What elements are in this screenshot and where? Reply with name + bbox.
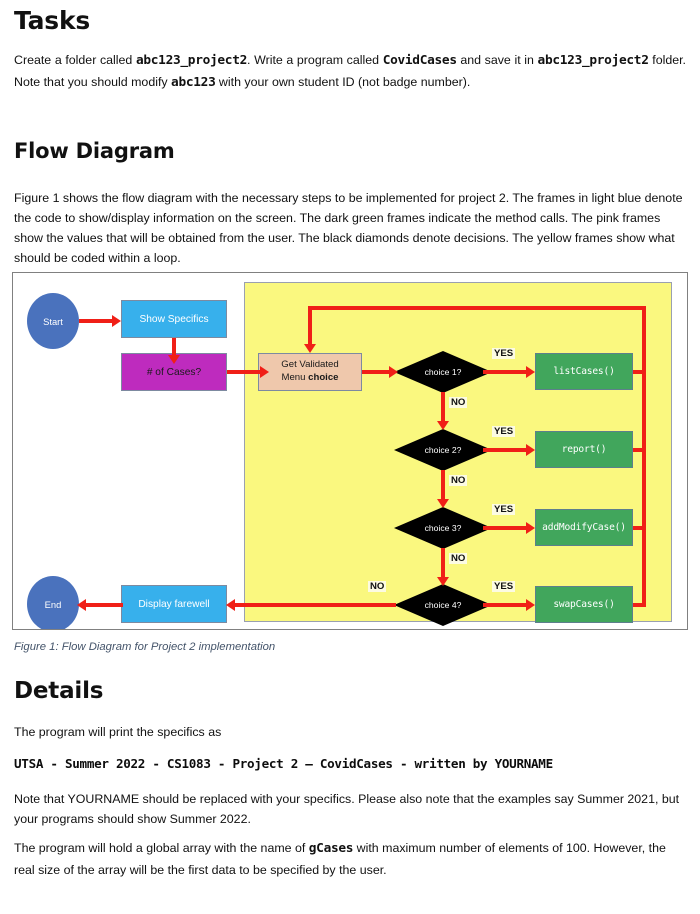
tasks-text-4: folder. Note that you should modify [14,53,687,89]
edge-choice1-yes [483,370,529,374]
code-abc123-project2-b: abc123_project2 [537,53,649,68]
node-start: Start [27,293,79,349]
node-decision-choice-4: choice 4? [394,584,492,626]
flow-diagram-heading: Flow Diagram [14,139,175,163]
edge-farewell-to-end [85,603,123,607]
arrowhead-getvalidated-to-choice1 [389,366,398,378]
tasks-text-3: and save it in [456,53,538,67]
edge-choice4-yes [483,603,529,607]
edge-choice2-yes [483,448,529,452]
code-abc123: abc123 [171,74,216,90]
node-list-cases: listCases() [535,353,633,390]
edge-listcases-to-rail [633,370,646,374]
edge-label-yes-4: YES [492,581,516,592]
node-choice-2-label: choice 2? [424,445,462,455]
edge-choice1-no [441,392,445,425]
node-display-farewell-label: Display farewell [138,598,210,610]
arrowhead-choice1-no [437,421,449,430]
edge-label-no-3: NO [449,553,468,564]
edge-loop-back-horizontal [308,306,646,310]
arrowhead-choice3-yes [526,522,535,534]
node-show-specifics: Show Specifics [121,300,227,338]
edge-choice3-yes [483,526,529,530]
edge-choice2-no [441,470,445,503]
edge-right-return-rail [642,306,646,605]
edge-label-yes-3: YES [492,504,516,515]
edge-cases-to-getvalidated [227,370,263,374]
edge-loop-back-down [308,306,312,348]
get-validated-choice-keyword: choice [308,372,339,383]
node-decision-choice-1: choice 1? [394,351,492,393]
get-validated-line-2-text: Menu [281,372,309,383]
node-get-validated-menu-choice: Get Validated Menu choice [258,353,362,391]
arrowhead-cases-to-getvalidated [260,366,269,378]
code-covidcases: CovidCases [382,53,457,68]
edge-label-yes-1: YES [492,348,516,359]
edge-choice3-no [441,548,445,581]
edge-label-no-4: NO [368,581,387,592]
details-3-text-1: The program will hold a global array wit… [14,841,309,855]
tasks-text-1: Create a folder called [14,53,136,67]
edge-label-no-2: NO [449,475,468,486]
node-choice-1-label: choice 1? [424,367,462,377]
details-paragraph-2: Note that YOURNAME should be replaced wi… [14,792,680,827]
node-display-farewell: Display farewell [121,585,227,623]
node-report: report() [535,431,633,468]
edge-getvalidated-to-choice1 [362,370,392,374]
get-validated-line-1: Get Validated [281,359,339,371]
arrowhead-choice4-yes [526,599,535,611]
node-report-label: report() [561,444,607,455]
flow-diagram-figure: Start Show Specifics # of Cases? Get Val… [12,272,688,630]
tasks-paragraph: Create a folder called abc123_project2. … [14,50,686,93]
node-list-cases-label: listCases() [553,366,615,377]
node-add-modify-case-label: addModifyCase() [542,522,626,533]
get-validated-line-2: Menu choice [281,372,338,385]
node-number-of-cases-label: # of Cases? [146,366,202,378]
arrowhead-farewell-to-end [77,599,86,611]
edge-show-to-cases [172,338,176,358]
tasks-heading: Tasks [14,6,91,35]
node-show-specifics-label: Show Specifics [139,313,209,325]
arrowhead-choice1-yes [526,366,535,378]
edge-choice4-no [234,603,396,607]
edge-report-to-rail [633,448,646,452]
node-add-modify-case: addModifyCase() [535,509,633,546]
edge-swapcases-to-rail [633,603,646,607]
node-end: End [27,576,79,629]
node-start-label: Start [43,315,63,327]
code-gcases: gCases [308,841,354,856]
edge-label-no-1: NO [449,397,468,408]
figure-caption: Figure 1: Flow Diagram for Project 2 imp… [14,641,276,653]
node-end-label: End [44,598,62,610]
node-choice-3-label: choice 3? [424,523,462,533]
specifics-output-code-line: UTSA - Summer 2022 - CS1083 - Project 2 … [14,756,553,771]
arrowhead-choice2-yes [526,444,535,456]
edge-start-to-show [79,319,115,323]
node-swap-cases: swapCases() [535,586,633,623]
arrowhead-start-to-show [112,315,121,327]
details-heading: Details [14,678,104,704]
details-paragraph-1: The program will print the specifics as [14,725,222,739]
arrowhead-choice4-no [226,599,235,611]
tasks-text-2: . Write a program called [247,53,383,67]
node-choice-4-label: choice 4? [424,600,462,610]
node-swap-cases-label: swapCases() [553,599,615,610]
details-paragraph-3: The program will hold a global array wit… [14,838,686,880]
flow-diagram-paragraph: Figure 1 shows the flow diagram with the… [14,191,683,266]
details-3-text-2: with maximum number of elements of 100. … [14,841,666,877]
arrowhead-loop-back-to-getvalidated [304,344,316,353]
arrowhead-choice3-no [437,577,449,586]
tasks-text-5: with your own student ID (not badge numb… [215,74,471,89]
node-decision-choice-3: choice 3? [394,507,492,549]
node-decision-choice-2: choice 2? [394,429,492,471]
edge-addmodify-to-rail [633,526,646,530]
arrowhead-show-to-cases [168,355,180,364]
arrowhead-choice2-no [437,499,449,508]
code-abc123-project2-a: abc123_project2 [135,53,248,68]
edge-label-yes-2: YES [492,426,516,437]
